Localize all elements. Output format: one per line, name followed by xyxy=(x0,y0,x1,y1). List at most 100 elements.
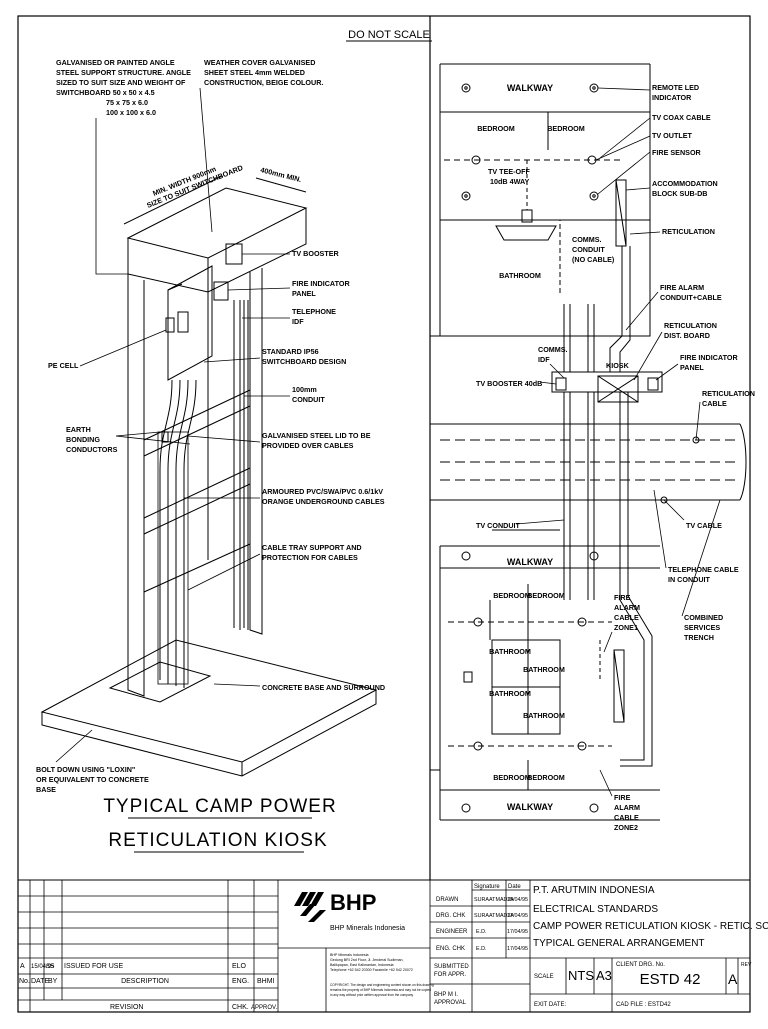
tv-booster-box xyxy=(555,377,567,391)
right-labels: WALKWAY BEDROOM BEDROOM TV TEE-OFF 10dB … xyxy=(476,83,755,832)
label-lid-1: GALVANISED STEEL LID TO BE xyxy=(262,431,371,440)
title-block xyxy=(18,880,750,1012)
title-line-4: TYPICAL GENERAL ARRANGEMENT xyxy=(533,938,705,949)
bathroom-lower-1: BATHROOM xyxy=(489,647,531,656)
label-fire-sensor: FIRE SENSOR xyxy=(652,148,702,157)
revision-label: REVISION xyxy=(110,1004,143,1011)
company-logo-text: BHP xyxy=(330,890,376,915)
label-fire-alarm-conduit-1: FIRE ALARM xyxy=(660,283,704,292)
drgchk-date: 17/04/95 xyxy=(507,913,528,919)
label-reticulation: RETICULATION xyxy=(662,227,715,236)
label-remote-led-1: REMOTE LED xyxy=(652,83,699,92)
label-earth-2: BONDING xyxy=(66,435,100,444)
label-retic-dist-1: RETICULATION xyxy=(664,321,717,330)
bedroom-upper-left: BEDROOM xyxy=(477,124,515,133)
comms-idf-2: IDF xyxy=(538,355,550,364)
label-earth-1: EARTH xyxy=(66,425,91,434)
rev-label: REV xyxy=(741,962,752,968)
tv-teeoff-label-1: TV TEE-OFF xyxy=(488,167,531,176)
label-zone2-3: CABLE xyxy=(614,813,639,822)
left-labels: GALVANISED OR PAINTED ANGLE STEEL SUPPOR… xyxy=(36,58,385,794)
switchboard-box xyxy=(167,265,213,381)
comms-conduit-1: COMMS. xyxy=(572,235,602,244)
label-tv-coax: TV COAX CABLE xyxy=(652,113,711,122)
exit-date: EXIT DATE: xyxy=(534,1002,566,1008)
kiosk-label: KIOSK xyxy=(606,361,630,370)
label-retic-cable-2: CABLE xyxy=(702,399,727,408)
col-eng: ENG. xyxy=(232,978,249,985)
weather-cover-sides xyxy=(127,208,307,293)
concrete-base-sides xyxy=(41,690,377,777)
do-not-scale-note: DO NOT SCALE xyxy=(348,29,430,41)
copyright-line-1: COPYRIGHT. The design and engineering co… xyxy=(330,983,434,987)
drgchk-role: DRG. CHK xyxy=(436,913,465,919)
label-cable-tray-1: CABLE TRAY SUPPORT AND xyxy=(262,543,362,552)
rev-row-by: SS xyxy=(46,964,54,970)
bedroom-lower-2: BEDROOM xyxy=(527,591,565,600)
rev-value: A xyxy=(728,971,738,987)
upper-bathroom-fitting xyxy=(495,225,557,241)
engineer-role: ENGINEER xyxy=(436,929,468,935)
label-zone1-4: ZONE1 xyxy=(614,623,638,632)
drawn-role: DRAWN xyxy=(436,897,458,903)
label-switchboard-1: STANDARD IP56 xyxy=(262,347,319,356)
title-line-3: CAMP POWER RETICULATION KIOSK - RETIC. S… xyxy=(533,921,768,932)
bhp-approval-2: APPROVAL xyxy=(434,1000,467,1006)
engineer-date: 17/04/95 xyxy=(507,929,528,935)
date-head: Date xyxy=(508,884,521,890)
comms-idf-1: COMMS. xyxy=(538,345,568,354)
concrete-base-top xyxy=(40,639,378,763)
label-fire-alarm-conduit-2: CONDUIT+CABLE xyxy=(660,293,722,302)
scale-value: NTS xyxy=(568,968,594,983)
bathroom-lower-3: BATHROOM xyxy=(489,689,531,698)
label-phone-cable-2: IN CONDUIT xyxy=(668,575,711,584)
label-weather-cover-3: CONSTRUCTION, BEIGE COLOUR. xyxy=(204,78,323,87)
label-earth-3: CONDUCTORS xyxy=(66,445,118,454)
walkway-upper: WALKWAY xyxy=(507,83,553,93)
label-retic-cable-1: RETICULATION xyxy=(702,389,755,398)
label-angle-steel-5: 75 x 75 x 6.0 xyxy=(106,98,148,107)
label-switchboard-2: SWITCHBOARD DESIGN xyxy=(262,357,346,366)
label-phone-cable-1: TELEPHONE CABLE xyxy=(668,565,739,574)
label-zone2-1: FIRE xyxy=(614,793,631,802)
address-line-3: Balikpapan, East Kalimantan, Indonesia xyxy=(330,963,394,967)
label-bolt-2: OR EQUIVALENT TO CONCRETE xyxy=(36,775,149,784)
tv-booster-box xyxy=(225,243,243,265)
address-line-2: Gedung BRI 2nd Floor, Jl. Jenderal Sudir… xyxy=(330,958,404,962)
front-post xyxy=(127,274,145,697)
col-date: DATE xyxy=(31,978,49,985)
comms-conduit-3: (NO CABLE) xyxy=(572,255,615,264)
submitted-2: FOR APPR. xyxy=(434,972,466,978)
label-concrete: CONCRETE BASE AND SURROUND xyxy=(262,683,385,692)
client-drg-label: CLIENT DRG. No. xyxy=(616,962,665,968)
col-no: No. xyxy=(19,978,30,985)
lower-sub-db xyxy=(613,649,625,723)
fire-sensor-icon xyxy=(461,191,471,201)
label-zone2-2: ALARM xyxy=(614,803,640,812)
remote-led-icon xyxy=(589,83,599,93)
engchk-date: 17/04/95 xyxy=(507,946,528,952)
bedroom-upper-right: BEDROOM xyxy=(547,124,585,133)
col-by: BY xyxy=(48,978,58,985)
address-line-1: BHP Minerals Indonesia xyxy=(330,953,369,957)
label-armoured-1: ARMOURED PVC/SWA/PVC 0.6/1kV xyxy=(262,487,383,496)
label-tv-booster: TV BOOSTER xyxy=(292,249,340,258)
bedroom-lower-1: BEDROOM xyxy=(493,591,531,600)
approv-label: APPROV. xyxy=(251,1005,277,1011)
signature-head: Signature xyxy=(474,884,500,890)
label-cable-tray-2: PROTECTION FOR CABLES xyxy=(262,553,358,562)
label-armoured-2: ORANGE UNDERGROUND CABLES xyxy=(262,497,385,506)
bathroom-lower-2: BATHROOM xyxy=(523,665,565,674)
retic-dist-board xyxy=(597,375,639,403)
fire-panel-box xyxy=(213,281,229,301)
label-angle-steel-2: STEEL SUPPORT STRUCTURE. ANGLE xyxy=(56,68,191,77)
label-conduit-1: 100mm xyxy=(292,385,317,394)
label-lid-2: PROVIDED OVER CABLES xyxy=(262,441,354,450)
walkway-lower-bottom: WALKWAY xyxy=(507,802,553,812)
label-remote-led-2: INDICATOR xyxy=(652,93,692,102)
label-zone1-2: ALARM xyxy=(614,603,640,612)
tv-booster-label: TV BOOSTER 40dB xyxy=(476,379,542,388)
label-tv-outlet: TV OUTLET xyxy=(652,131,693,140)
label-combined-3: TRENCH xyxy=(684,633,714,642)
rev-row-rev: A xyxy=(20,963,25,970)
